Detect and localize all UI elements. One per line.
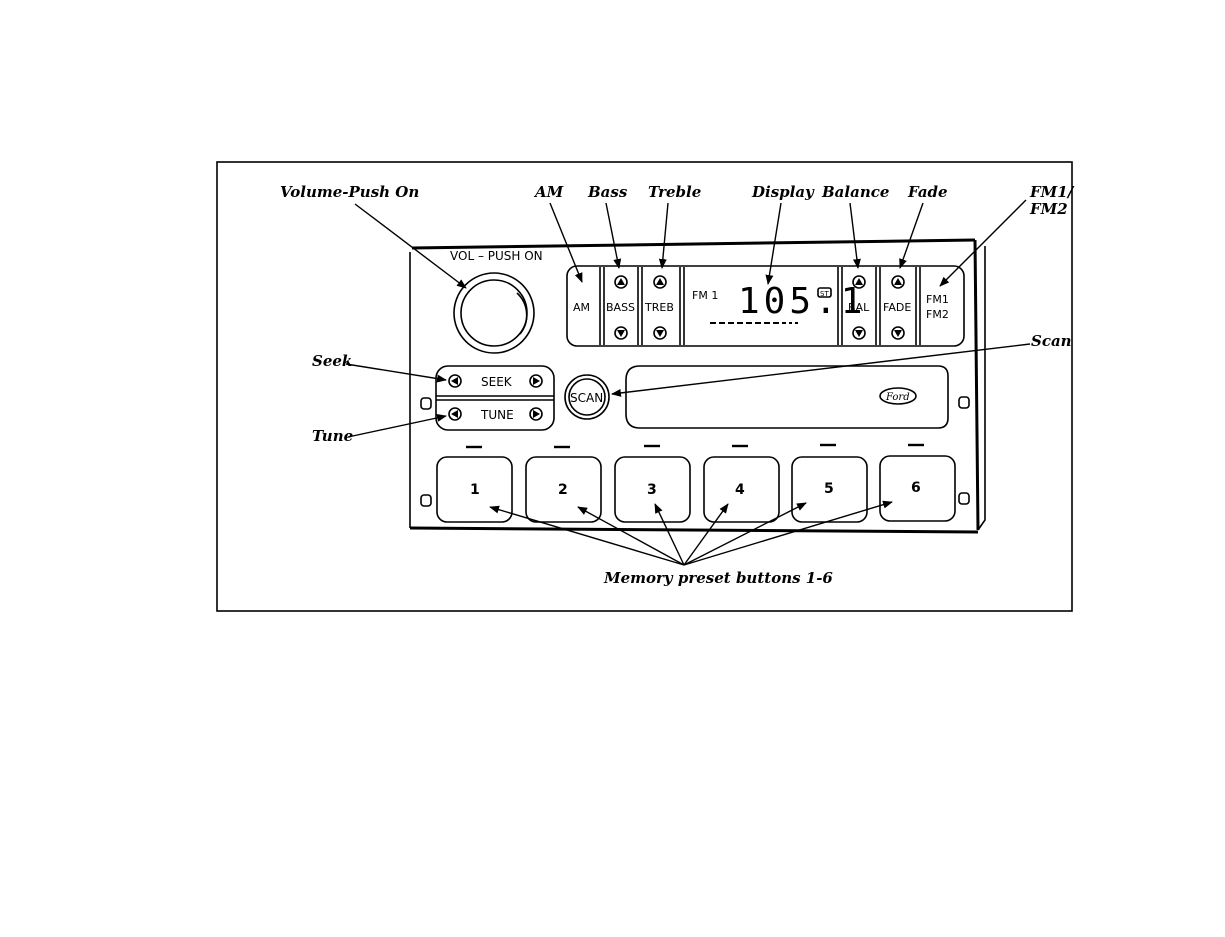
seek-forward-button[interactable] [530,375,542,387]
callout-tune: Tune [312,427,353,445]
volume-label: VOL – PUSH ON [450,249,543,263]
balance-down-button[interactable] [853,327,865,339]
seek-label: SEEK [481,375,513,389]
tune-up-button[interactable] [530,408,542,420]
mounting-screw [959,493,969,504]
seek-back-button[interactable] [449,375,461,387]
fade-label: FADE [883,301,911,314]
callout-fm1: FM1/ [1029,183,1075,201]
scan-label: SCAN [570,391,603,405]
mounting-screw [421,398,431,409]
callout-treble: Treble [648,183,701,201]
display-panel: FM 1 105.1 ST [692,281,866,323]
balance-label: BAL [848,301,870,314]
callout-fm2: FM2 [1029,200,1068,218]
bass-up-button[interactable] [615,276,627,288]
preset-number-5: 5 [824,481,834,497]
preset-number-3: 3 [647,482,657,498]
fade-down-button[interactable] [892,327,904,339]
ford-logo: Ford [880,388,916,404]
fm2-label: FM2 [926,308,949,321]
preset-number-1: 1 [470,482,480,498]
bass-label: BASS [606,301,635,314]
callout-seek: Seek [312,352,352,370]
mounting-screw [421,495,431,506]
fade-up-button[interactable] [892,276,904,288]
preset-number-4: 4 [735,482,745,498]
callout-display: Display [751,183,815,201]
treble-up-button[interactable] [654,276,666,288]
callout-am: AM [533,183,564,201]
preset-number-6: 6 [911,480,921,496]
mounting-screw [959,397,969,408]
callout-fade: Fade [907,183,948,201]
callout-scan: Scan [1031,332,1072,350]
tune-label: TUNE [480,408,514,422]
am-button-label: AM [573,301,590,314]
preset-row: 1 2 3 4 5 6 [437,445,955,522]
callout-presets: Memory preset buttons 1-6 [603,569,833,587]
treble-label: TREB [644,301,674,314]
fm-select-button[interactable] [921,267,963,345]
stereo-indicator: ST [820,290,829,298]
band-indicator: FM 1 [692,289,718,302]
callout-bass: Bass [587,183,628,201]
fm1-label: FM1 [926,293,949,306]
callout-volume: Volume-Push On [280,183,419,201]
brand-name: Ford [885,392,910,403]
preset-number-2: 2 [558,482,568,498]
bass-down-button[interactable] [615,327,627,339]
callout-balance: Balance [821,183,889,201]
volume-knob[interactable] [454,273,534,353]
treble-down-button[interactable] [654,327,666,339]
tune-down-button[interactable] [449,408,461,420]
